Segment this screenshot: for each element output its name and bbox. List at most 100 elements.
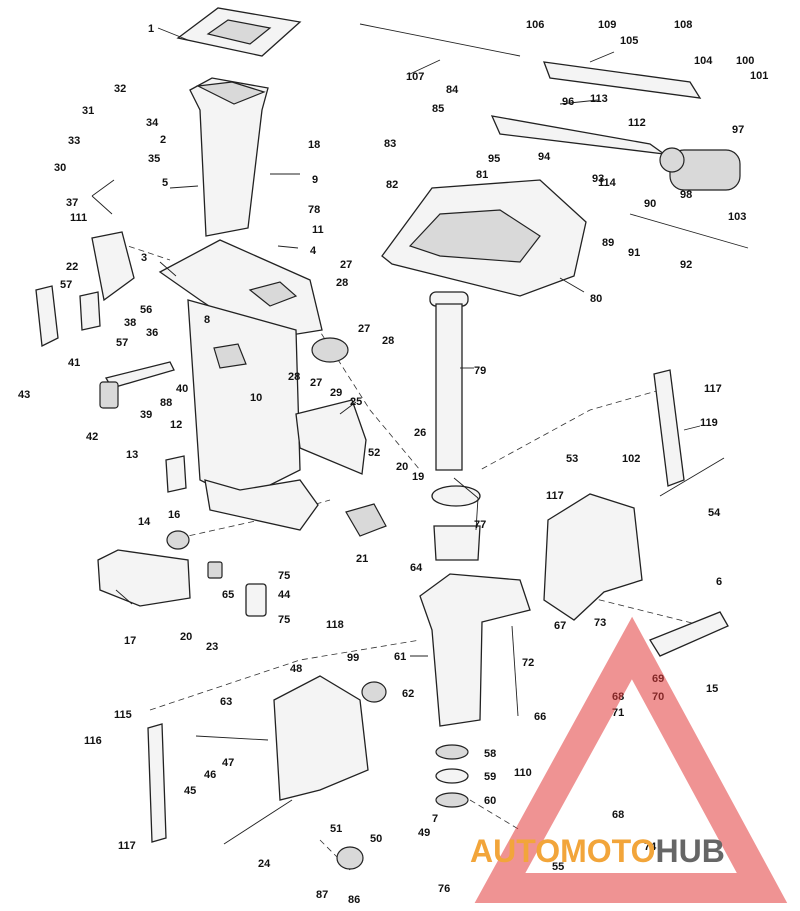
part-label: 41 [68, 357, 80, 369]
part-label: 116 [84, 735, 102, 747]
part-label: 117 [118, 840, 136, 852]
part-label: 28 [288, 371, 300, 383]
part-label: 52 [368, 447, 380, 459]
part-label: 54 [708, 507, 721, 519]
part-label: 30 [54, 162, 66, 174]
part-label: 23 [206, 641, 218, 653]
part-label: 32 [114, 83, 126, 95]
part-label: 22 [66, 261, 78, 273]
part-label: 68 [612, 809, 624, 821]
part-label: 59 [484, 771, 496, 783]
part-label: 48 [290, 663, 302, 675]
part-label: 28 [336, 277, 348, 289]
part-label: 51 [330, 823, 342, 835]
part-label: 117 [546, 490, 564, 502]
part-label: 58 [484, 748, 496, 760]
part-label: 60 [484, 795, 496, 807]
part-label: 73 [594, 617, 606, 629]
part-label: 21 [356, 553, 368, 565]
part-label: 2 [160, 134, 166, 146]
part-label: 67 [554, 620, 566, 632]
part-label: 42 [86, 431, 98, 443]
watermark-logo: AUTOMOTOHUB [470, 616, 788, 903]
part-label: 98 [680, 189, 692, 201]
part-label: 65 [222, 589, 234, 601]
part-label: 93 [592, 173, 604, 185]
part-label: 71 [612, 707, 624, 719]
part-label: 8 [204, 314, 210, 326]
part-label: 57 [60, 279, 72, 291]
part-drawings [35, 7, 749, 870]
watermark-word-hub: HUB [655, 833, 724, 869]
part-label: 46 [204, 769, 216, 781]
part-label: 37 [66, 197, 78, 209]
part-label: 75 [278, 614, 290, 626]
part-label: 106 [526, 19, 544, 31]
part-label: 20 [396, 461, 408, 473]
part-label: 102 [622, 453, 640, 465]
part-label: 7 [432, 813, 438, 825]
part-label: 74 [644, 841, 657, 853]
part-label: 12 [170, 419, 182, 431]
part-label: 24 [258, 858, 271, 870]
part-label: 112 [628, 117, 646, 129]
part-label: 110 [514, 767, 532, 779]
part-label: 115 [114, 709, 132, 721]
part-label: 81 [476, 169, 488, 181]
part-label: 15 [706, 683, 718, 695]
part-label: 1 [148, 23, 154, 35]
part-label: 36 [146, 327, 158, 339]
part-label: 79 [474, 365, 486, 377]
part-label: 72 [522, 657, 534, 669]
part-label: 35 [148, 153, 160, 165]
part-label: 27 [358, 323, 370, 335]
part-label: 16 [168, 509, 180, 521]
part-label: 45 [184, 785, 196, 797]
part-label: 6 [716, 576, 722, 588]
part-label: 57 [116, 337, 128, 349]
part-label: 49 [418, 827, 430, 839]
part-label: 108 [674, 19, 692, 31]
watermark-triangle-icon [474, 616, 788, 903]
part-label: 31 [82, 105, 94, 117]
part-label: 75 [278, 570, 290, 582]
part-label: 39 [140, 409, 152, 421]
part-label: 89 [602, 237, 614, 249]
part-label: 99 [347, 652, 359, 664]
part-label: 27 [340, 259, 352, 271]
part-label: 27 [310, 377, 322, 389]
part-label: 20 [180, 631, 192, 643]
part-label: 50 [370, 833, 382, 845]
part-label: 43 [18, 389, 30, 401]
part-label: 64 [410, 562, 423, 574]
part-label: 118 [326, 619, 344, 631]
part-label: 105 [620, 35, 638, 47]
watermark-word-automoto: AUTOMOTO [470, 833, 655, 869]
part-label: 103 [728, 211, 746, 223]
part-label: 38 [124, 317, 136, 329]
part-label: 63 [220, 696, 232, 708]
part-label: 76 [438, 883, 450, 895]
part-label: 26 [414, 427, 426, 439]
part-label: 29 [330, 387, 342, 399]
part-label: 91 [628, 247, 640, 259]
part-label: 25 [350, 396, 362, 408]
part-label: 86 [348, 894, 360, 906]
part-label: 14 [138, 516, 151, 528]
part-label: 11 [312, 224, 324, 236]
part-label: 77 [474, 519, 486, 531]
part-label: 55 [552, 861, 564, 873]
part-label: 28 [382, 335, 394, 347]
part-label: 107 [406, 71, 424, 83]
part-label: 113 [590, 93, 608, 105]
part-label: 78 [308, 204, 320, 216]
part-label: 92 [680, 259, 692, 271]
part-label: 111 [70, 212, 87, 224]
part-label: 4 [310, 245, 317, 257]
svg-text:AUTOMOTOHUB: AUTOMOTOHUB [470, 833, 725, 869]
part-label: 96 [562, 96, 574, 108]
part-label: 62 [402, 688, 414, 700]
leader-lines [91, 27, 701, 657]
part-label: 47 [222, 757, 234, 769]
